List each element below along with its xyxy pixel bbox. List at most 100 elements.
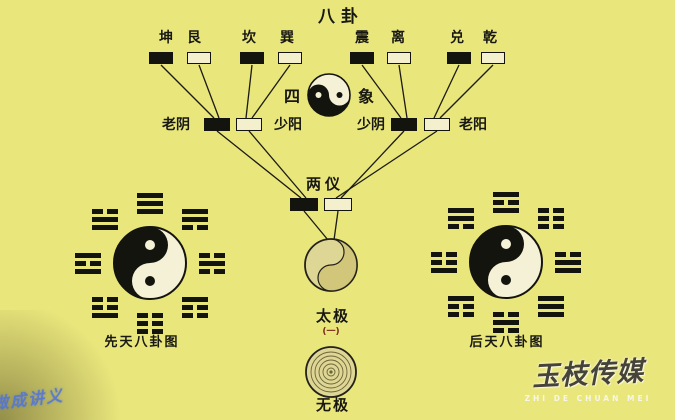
yang-line xyxy=(493,191,519,197)
yin-line xyxy=(538,207,564,213)
yin-line xyxy=(448,303,474,309)
yin-line xyxy=(431,259,457,265)
yang-line xyxy=(137,208,163,214)
liangyi-rect-yang xyxy=(324,198,352,211)
bagua-label-kun: 坤 xyxy=(159,30,173,46)
yang-line xyxy=(182,208,208,214)
bagua-rect-kun xyxy=(149,52,173,64)
trigram-kan xyxy=(493,311,519,333)
wuji-spiral-circle xyxy=(305,346,357,398)
xiantian-caption: 先天八卦图 xyxy=(104,335,180,350)
yin-line xyxy=(75,260,101,266)
bagua-rect-zhen xyxy=(350,52,374,64)
yin-line xyxy=(555,251,581,257)
taiji-circle xyxy=(304,238,358,292)
sixiang-rect-3 xyxy=(391,118,417,131)
trigram-xun xyxy=(448,207,474,229)
sixiang-label-shaoyang: 少阳 xyxy=(274,117,302,133)
trigram-dui xyxy=(92,208,118,230)
yin-line xyxy=(538,223,564,229)
trigram-li xyxy=(75,252,101,274)
sixiang-yin-yang-icon xyxy=(307,73,351,117)
yin-line xyxy=(538,215,564,221)
yin-line xyxy=(493,311,519,317)
trigram-gen xyxy=(182,296,208,318)
yang-line xyxy=(448,295,474,301)
bagua-label-li: 离 xyxy=(391,30,405,46)
yin-line xyxy=(448,223,474,229)
trigram-gen xyxy=(448,295,474,317)
sixiang-label-shaoyin: 少阴 xyxy=(357,117,385,133)
yin-yang-icon xyxy=(469,225,543,299)
houtian-caption: 后天八卦图 xyxy=(469,335,545,350)
bagua-rect-kan xyxy=(240,52,264,64)
yin-yang-icon xyxy=(113,226,187,300)
yang-line xyxy=(137,192,163,198)
yang-line xyxy=(448,207,474,213)
watermark-bottom-right: 玉枝传媒 ZHI DE CHUAN MEI xyxy=(508,352,668,403)
trigram-zhen xyxy=(92,296,118,318)
yin-line xyxy=(137,320,163,326)
sixiang-rect-4 xyxy=(424,118,450,131)
sixiang-char-xiang: 象 xyxy=(357,87,375,106)
bagua-rect-qian xyxy=(481,52,505,64)
yin-line xyxy=(448,311,474,317)
yin-line xyxy=(92,208,118,214)
trigram-qian xyxy=(137,192,163,214)
yin-line xyxy=(493,327,519,333)
sixiang-rect-1 xyxy=(204,118,230,131)
bagua-rect-li xyxy=(387,52,411,64)
yang-line xyxy=(555,267,581,273)
watermark-en-text: ZHI DE CHUAN MEI xyxy=(524,394,652,403)
bagua-label-xun: 巽 xyxy=(280,30,294,46)
yin-line xyxy=(182,312,208,318)
yang-line xyxy=(538,295,564,301)
yin-line xyxy=(182,224,208,230)
yang-line xyxy=(75,268,101,274)
watermark-bottom-left: 做成讲义 xyxy=(0,385,66,414)
yin-line xyxy=(493,199,519,205)
liangyi-rect-yin xyxy=(290,198,318,211)
bagua-label-dui: 兑 xyxy=(450,30,464,46)
yang-line xyxy=(555,259,581,265)
taiji-sub-label: (一) xyxy=(322,327,340,337)
wuji-label: 无极 xyxy=(315,396,351,414)
diagram-title: 八卦 xyxy=(318,7,364,27)
trigram-xun xyxy=(182,208,208,230)
yang-line xyxy=(199,260,225,266)
yang-line xyxy=(182,216,208,222)
sixiang-char-si: 四 xyxy=(283,87,301,106)
sixiang-rect-2 xyxy=(236,118,262,131)
trigram-dui xyxy=(555,251,581,273)
yang-line xyxy=(92,224,118,230)
bagua-rect-dui xyxy=(447,52,471,64)
yang-line xyxy=(92,312,118,318)
yang-line xyxy=(182,296,208,302)
yang-line xyxy=(538,311,564,317)
yin-line xyxy=(137,312,163,318)
trigram-zhen xyxy=(431,251,457,273)
yang-line xyxy=(493,319,519,325)
yang-line xyxy=(75,252,101,258)
bagua-label-qian: 乾 xyxy=(483,30,497,46)
bagua-rect-xun xyxy=(278,52,302,64)
taiji-label: 太极 xyxy=(315,307,351,325)
trigram-kan xyxy=(199,252,225,274)
yang-line xyxy=(431,267,457,273)
yang-line xyxy=(137,200,163,206)
yang-line xyxy=(538,303,564,309)
yang-line xyxy=(92,216,118,222)
yin-line xyxy=(92,296,118,302)
yin-line xyxy=(182,304,208,310)
watermark-cn-text: 玉枝传媒 xyxy=(531,356,645,393)
trigram-qian xyxy=(538,295,564,317)
sixiang-label-laoyin: 老阴 xyxy=(162,117,190,133)
xiantian-bagua-wheel xyxy=(62,175,238,351)
sixiang-label-laoyang: 老阳 xyxy=(459,117,487,133)
yang-line xyxy=(493,207,519,213)
yin-line xyxy=(137,328,163,334)
trigram-kun xyxy=(538,207,564,229)
houtian-bagua-wheel xyxy=(418,174,594,350)
yin-line xyxy=(199,268,225,274)
bagua-label-zhen: 震 xyxy=(355,30,369,46)
